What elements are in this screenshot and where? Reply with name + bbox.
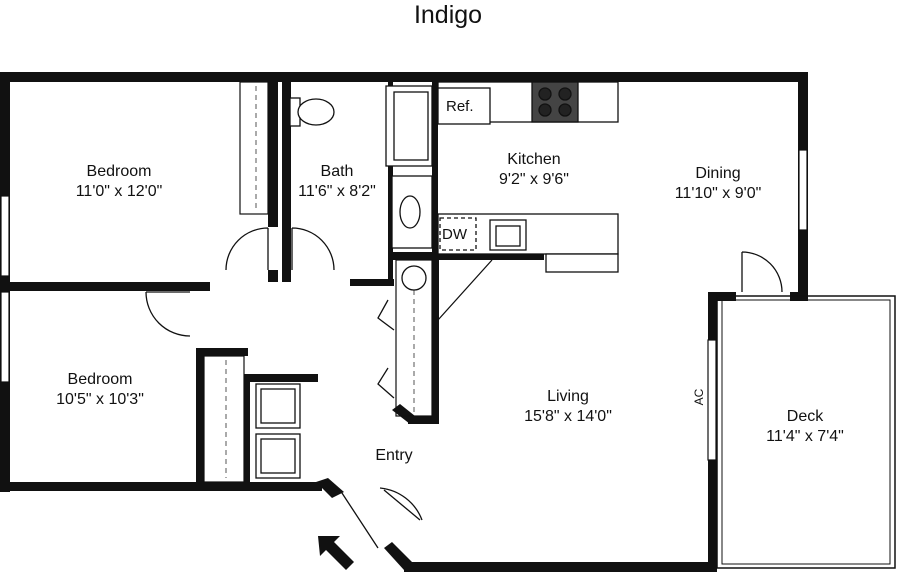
wall-kitchen-counter [392,252,544,260]
wall-bottom-right [404,562,717,572]
room-size: 10'5" x 10'3" [56,391,144,408]
room-label-kitchen: Kitchen 9'2" x 9'6" [499,150,569,190]
room-name: Deck [786,408,824,425]
windows [0,149,808,461]
room-label-entry: Entry [375,446,412,466]
stove [531,81,579,123]
room-name: Dining [695,165,741,182]
room-name: Bedroom [86,163,152,180]
room-name: Bath [320,163,354,180]
window-dining [798,149,808,231]
ac-label: AC [692,388,706,406]
closet-lines [203,81,433,483]
plan-title: Indigo [413,1,483,29]
closet-bed1-box [239,81,269,215]
room-label-bedroom-1: Bedroom 11'0" x 12'0" [76,162,163,202]
peninsula [545,253,619,273]
room-label-dining: Dining 11'10" x 9'0" [675,164,762,204]
sink [399,195,421,229]
wall-closet-top [196,348,248,356]
room-name: Living [547,388,589,405]
door-dining-deck [741,251,783,293]
window-living-deck [707,339,717,461]
room-size: 11'6" x 8'2" [298,183,376,200]
deck-outline [716,295,896,569]
room-size: 9'2" x 9'6" [499,171,569,188]
door-entry [339,487,423,549]
deck-inner [721,299,891,565]
doors [145,227,783,549]
closet-bed2-box [203,355,245,483]
wall-laundry-top [244,374,318,382]
ac-unit: AC [688,375,710,419]
room-label-deck: Deck 11'4" x 7'4" [766,407,844,447]
washer-inner [260,388,296,424]
entry-arrow-icon [318,536,354,570]
wall-pantry-bottom [408,416,439,424]
room-size: 11'10" x 9'0" [674,185,762,202]
door-entry-leaf [383,489,421,521]
burner-1 [538,87,552,101]
door-pantry-1 [377,299,395,331]
kitchen-sink-inner [495,225,521,247]
door-pantry-2 [377,367,395,399]
room-name: Bedroom [67,371,133,388]
room-name: Entry [375,447,413,464]
kitchen-fixtures [437,81,619,321]
kitchen-diag [437,259,493,321]
wall-bath-right [388,82,393,282]
wall-top [0,72,808,82]
room-size: 15'8" x 14'0" [524,408,612,425]
room-size: 11'0" x 12'0" [75,183,163,200]
wall-bed1-right [268,72,278,227]
fridge-label: Ref. [446,98,474,115]
dishwasher-label: DW [442,226,467,243]
wall-bottom-left [0,482,322,491]
dishwasher [439,217,477,251]
wall-bath-left [282,72,291,282]
room-size: 11'4" x 7'4" [766,428,844,445]
door-bath [291,227,335,271]
window-bed1 [0,195,10,277]
burner-2 [558,87,572,101]
wall-bed2-right [196,348,204,488]
dryer-inner [260,438,296,474]
burner-3 [538,103,552,117]
wall-bed1-bottom [0,282,210,291]
wall-entry-diagonal [316,478,344,498]
bath-fixtures [289,85,433,291]
room-name: Kitchen [507,151,561,168]
pantry-box [395,259,433,417]
window-bed2 [0,291,10,383]
toilet-bowl [297,98,335,126]
wall-kitchen-left [432,82,438,257]
burner-4 [558,103,572,117]
wall-pantry-right [432,258,439,423]
room-label-bath: Bath 11'6" x 8'2" [298,162,376,202]
laundry [255,383,301,479]
fridge [437,87,491,125]
deck [716,295,896,569]
door-bed2 [145,291,191,337]
room-label-living: Living 15'8" x 14'0" [524,387,612,427]
water-heater [401,265,427,291]
wall-laundry-left [244,374,250,486]
door-bed1 [225,227,269,271]
room-label-bedroom-2: Bedroom 10'5" x 10'3" [56,370,144,410]
wall-bath-bottom [350,279,394,286]
wall-bed1-right-lower [268,270,278,282]
bathtub-inner [393,91,429,161]
